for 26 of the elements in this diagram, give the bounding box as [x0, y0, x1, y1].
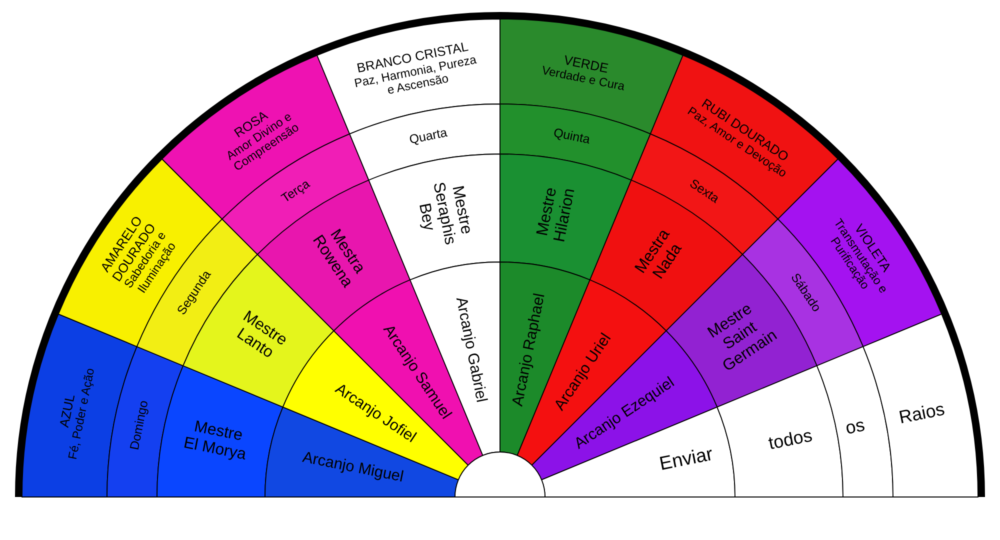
archangel-name: Arcanjo Miguel	[300, 449, 405, 486]
phrase-word: os	[844, 414, 866, 438]
ring-segment	[162, 54, 350, 220]
ring-segment	[368, 154, 500, 280]
ring-segment	[58, 158, 223, 348]
weekday-label: Terça	[278, 176, 312, 206]
phrase-word: Raios	[897, 398, 946, 428]
centre-hub	[454, 452, 546, 498]
phrase-word: Enviar	[658, 444, 715, 476]
ring-segment	[106, 346, 184, 498]
weekday-label: Quinta	[552, 126, 592, 147]
master-name: Mestre Seraphis Bey	[414, 180, 476, 248]
ring-segment	[156, 365, 284, 498]
weekday-label: Domingo	[127, 399, 151, 452]
master-name: Mestre Hilarion	[533, 185, 580, 246]
ring-segment	[650, 54, 838, 220]
phrase-word: todos	[766, 425, 814, 454]
ring-segment	[500, 154, 632, 280]
ring-segment	[349, 104, 500, 181]
ring-segment	[816, 346, 894, 498]
weekday-label: Quarta	[408, 125, 448, 147]
archangel-name: Arcanjo Gabriel	[452, 296, 490, 404]
ring-segment	[500, 104, 651, 181]
master-name: Mestre El Morya	[182, 417, 248, 464]
archangel-name: Arcanjo Raphael	[510, 292, 549, 408]
ring-segment	[862, 314, 978, 498]
